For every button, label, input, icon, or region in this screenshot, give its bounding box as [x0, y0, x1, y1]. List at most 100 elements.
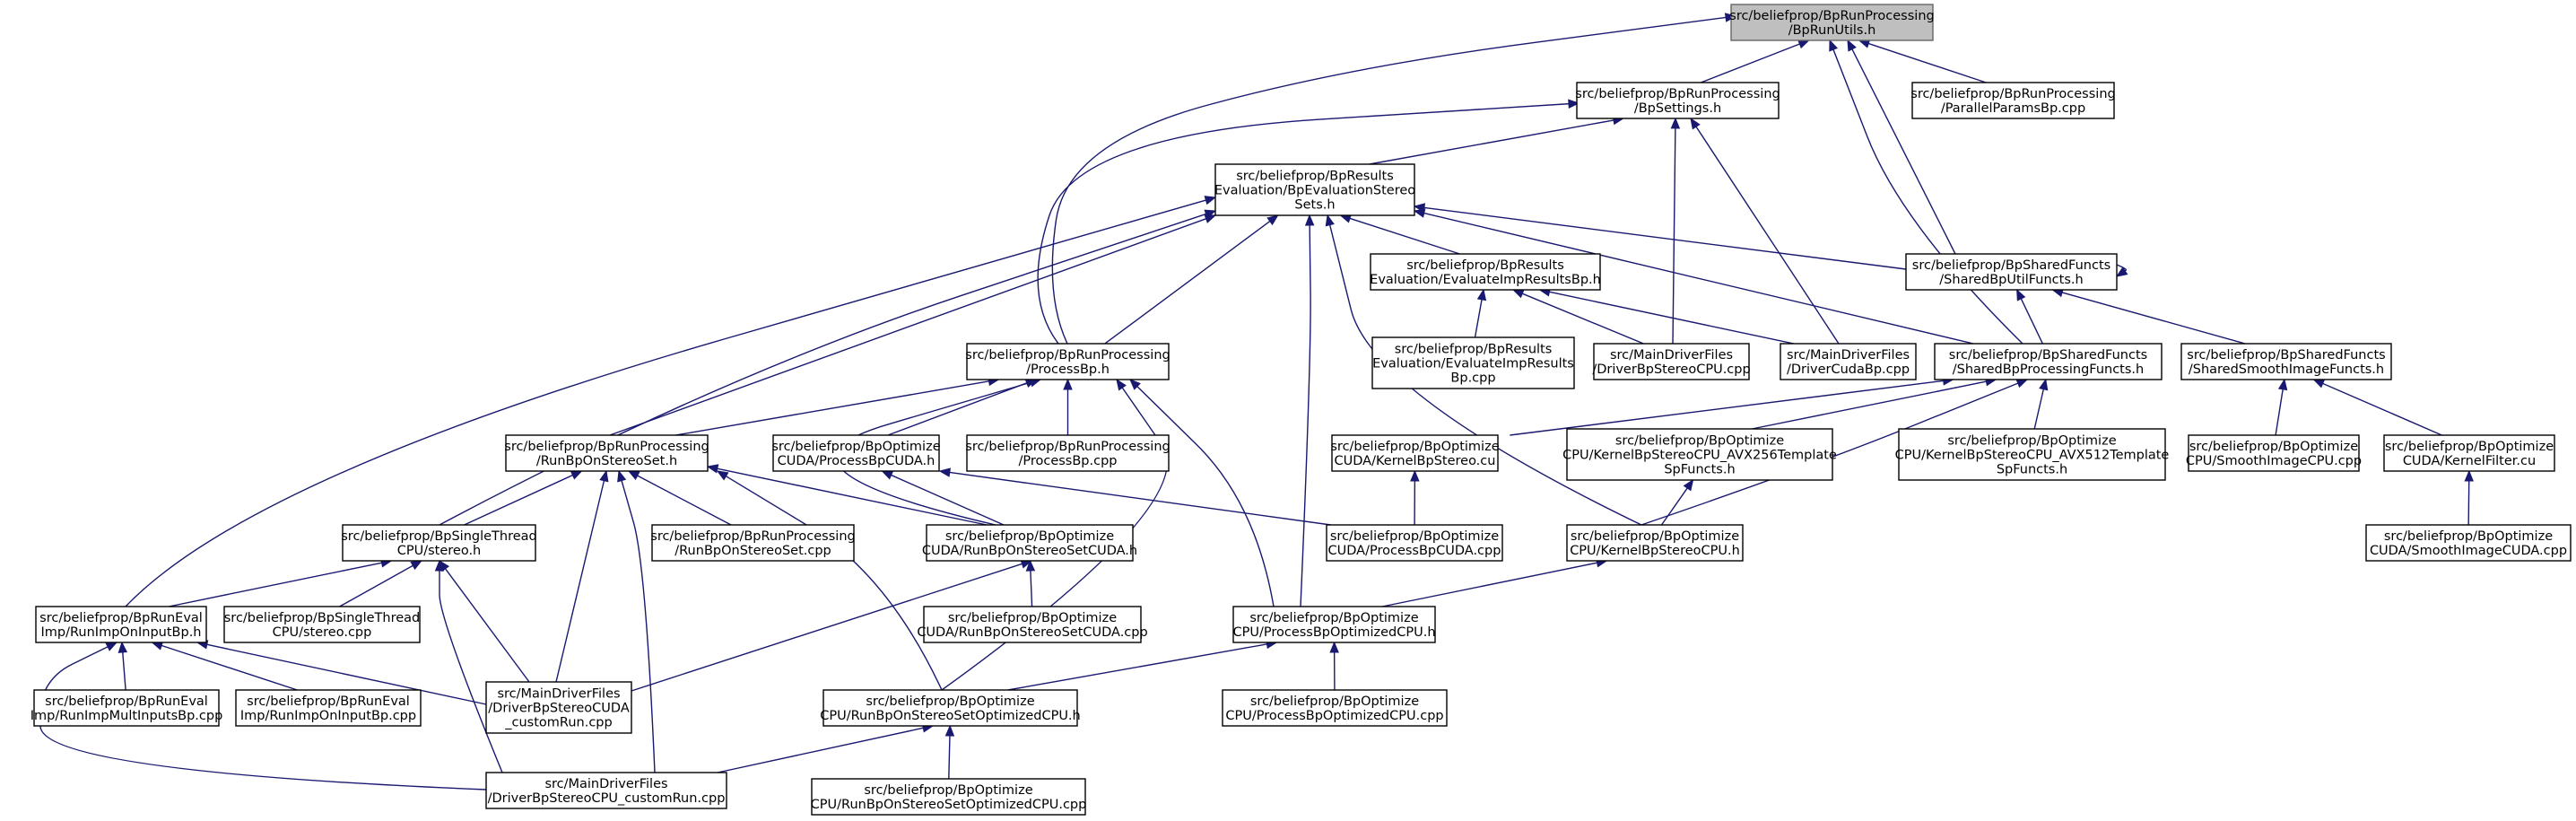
node-runsetcpp[interactable]: src/beliefprop/BpRunProcessing/RunBpOnSt… [650, 524, 856, 562]
node-label-line: src/MainDriverFiles [544, 777, 667, 791]
edge-arrowhead [617, 469, 627, 483]
node-box[interactable] [1780, 343, 1917, 380]
edge-line [1381, 562, 1598, 607]
node-box[interactable] [2180, 343, 2392, 380]
node-label-line: src/beliefprop/BpResults [1406, 258, 1564, 273]
node-box[interactable] [35, 606, 207, 643]
node-label-line: CPU/RunBpOnStereoSetOptimizedCPU.cpp [811, 798, 1087, 812]
node-box[interactable] [1214, 163, 1415, 216]
node-runimph[interactable]: src/beliefprop/BpRunEvalImp/RunImpOnInpu… [35, 606, 207, 643]
node-label-line: src/beliefprop/BpRunProcessing [1729, 9, 1934, 23]
node-runset[interactable]: src/beliefprop/BpRunProcessing/RunBpOnSt… [504, 434, 709, 472]
node-box[interactable] [923, 606, 1142, 643]
node-settings[interactable]: src/beliefprop/BpRunProcessing/BpSetting… [1575, 82, 1780, 119]
node-runimpcpp[interactable]: src/beliefprop/BpRunEvalImp/RunImpOnInpu… [235, 689, 422, 727]
node-box[interactable] [1911, 82, 2115, 119]
node-label-line: src/beliefprop/BpOptimize [1947, 434, 2116, 449]
node-root[interactable]: src/beliefprop/BpRunProcessing/BpRunUtil… [1729, 4, 1935, 41]
node-sharedproc[interactable]: src/beliefprop/BpSharedFuncts/SharedBpPr… [1934, 343, 2163, 380]
node-box[interactable] [2188, 434, 2360, 472]
node-box[interactable] [966, 434, 1170, 472]
node-box[interactable] [33, 689, 220, 727]
node-processoptcpucpp[interactable]: src/beliefprop/BpOptimizeCPU/ProcessBpOp… [1222, 689, 1448, 727]
node-runimpmult[interactable]: src/beliefprop/BpRunEvalImp/RunImpMultIn… [30, 689, 223, 727]
node-evalstereo[interactable]: src/beliefprop/BpResultsEvaluation/BpEva… [1214, 163, 1415, 216]
node-box[interactable] [772, 434, 940, 472]
node-box[interactable] [1326, 524, 1503, 562]
node-box[interactable] [2383, 434, 2555, 472]
edge-arrowhead [1511, 289, 1525, 299]
node-box[interactable] [1730, 4, 1934, 41]
node-label-line: Evaluation/BpEvaluationStereo [1214, 184, 1415, 198]
edge-arrowhead [117, 641, 128, 653]
edge-processbp-to-settings [1037, 99, 1580, 345]
node-stereoh[interactable]: src/beliefprop/BpSingleThreadCPU/stereo.… [341, 524, 537, 562]
node-drivercpu[interactable]: src/MainDriverFiles/DriverBpStereoCPU.cp… [1592, 343, 1751, 380]
node-sharedutil[interactable]: src/beliefprop/BpSharedFuncts/SharedBpUt… [1905, 253, 2118, 291]
node-box[interactable] [822, 689, 1078, 727]
edge-line [1104, 220, 1272, 345]
node-box[interactable] [811, 778, 1086, 816]
edge-line [636, 475, 732, 526]
node-parallelparams[interactable]: src/beliefprop/BpRunProcessing/ParallelP… [1910, 82, 2116, 119]
node-label-line: Sets.h [1294, 198, 1335, 213]
edge-runsetcpp-to-runset [627, 470, 732, 526]
node-label-line: SpFuncts.h [1664, 463, 1735, 477]
node-stereocpp[interactable]: src/beliefprop/BpSingleThreadCPU/stereo.… [223, 606, 421, 643]
node-runsetoptcpucpp[interactable]: src/beliefprop/BpOptimizeCPU/RunBpOnSter… [811, 778, 1087, 816]
node-box[interactable] [926, 524, 1134, 562]
node-box[interactable] [1576, 82, 1780, 119]
edge-arrowhead [627, 470, 640, 480]
node-smoothcpu[interactable]: src/beliefprop/BpOptimizeCPU/SmoothImage… [2186, 434, 2362, 472]
edge-runimpmult-to-runimph [117, 641, 128, 691]
edge-line [1348, 217, 1460, 255]
edge-drivercpucustom-to-runset [617, 469, 656, 773]
node-evalimpcpp[interactable]: src/beliefprop/BpResultsEvaluation/Evalu… [1371, 336, 1575, 389]
node-drivercudacustom[interactable]: src/MainDriverFiles/DriverBpStereoCUDA_c… [485, 681, 632, 734]
node-smoothcuda[interactable]: src/beliefprop/BpOptimizeCUDA/SmoothImag… [2365, 524, 2572, 562]
node-kernelcpuh[interactable]: src/beliefprop/BpOptimizeCPU/KernelBpSte… [1566, 524, 1744, 562]
edge-kernelcpuh-to-evalstereo [1325, 214, 1642, 526]
node-box[interactable] [1566, 524, 1744, 562]
node-avx256[interactable]: src/beliefprop/BpOptimizeCPU/KernelBpSte… [1562, 428, 1837, 481]
node-processbpcpp[interactable]: src/beliefprop/BpRunProcessing/ProcessBp… [965, 434, 1171, 472]
node-box[interactable] [1593, 343, 1750, 380]
node-box[interactable] [1898, 428, 2166, 481]
node-kernelfilter[interactable]: src/beliefprop/BpOptimizeCUDA/KernelFilt… [2383, 434, 2555, 472]
node-processcudah[interactable]: src/beliefprop/BpOptimizeCUDA/ProcessBpC… [771, 434, 941, 472]
node-box[interactable] [485, 772, 727, 809]
node-processcudacpp[interactable]: src/beliefprop/BpOptimizeCUDA/ProcessBpC… [1326, 524, 1503, 562]
node-runsetoptcpuh[interactable]: src/beliefprop/BpOptimizeCPU/RunBpOnSter… [820, 689, 1081, 727]
node-evalimp[interactable]: src/beliefprop/BpResultsEvaluation/Evalu… [1370, 253, 1601, 291]
edge-arrowhead [2039, 378, 2049, 391]
node-box[interactable] [1232, 606, 1436, 643]
node-box[interactable] [2365, 524, 2572, 562]
node-box[interactable] [1566, 428, 1833, 481]
node-box[interactable] [342, 524, 536, 562]
node-runsetcudacpp[interactable]: src/beliefprop/BpOptimizeCUDA/RunBpOnSte… [917, 606, 1148, 643]
node-box[interactable] [966, 343, 1170, 380]
node-box[interactable] [1331, 434, 1499, 472]
node-processoptcpuh[interactable]: src/beliefprop/BpOptimizeCPU/ProcessBpOp… [1232, 606, 1436, 643]
node-box[interactable] [1934, 343, 2163, 380]
node-drivercpucustom[interactable]: src/MainDriverFiles/DriverBpStereoCPU_cu… [485, 772, 727, 809]
node-kernelcu[interactable]: src/beliefprop/BpOptimizeCUDA/KernelBpSt… [1330, 434, 1500, 472]
node-box[interactable] [485, 681, 632, 734]
edge-line [205, 643, 487, 705]
node-box[interactable] [651, 524, 855, 562]
node-box[interactable] [505, 434, 709, 472]
node-avx512[interactable]: src/beliefprop/BpOptimizeCPU/KernelBpSte… [1895, 428, 2170, 481]
edge-arrowhead [2115, 266, 2128, 277]
node-box[interactable] [223, 606, 421, 643]
node-box[interactable] [1371, 336, 1575, 389]
node-drivercuda[interactable]: src/MainDriverFiles/DriverCudaBp.cpp [1780, 343, 1917, 380]
node-label-line: src/beliefprop/BpRunProcessing [965, 440, 1170, 454]
node-box[interactable] [1370, 253, 1601, 291]
node-box[interactable] [1222, 689, 1448, 727]
node-runsetcudah[interactable]: src/beliefprop/BpOptimizeCUDA/RunBpOnSte… [922, 524, 1137, 562]
node-sharedsmooth[interactable]: src/beliefprop/BpSharedFuncts/SharedSmoo… [2180, 343, 2392, 380]
node-box[interactable] [235, 689, 422, 727]
node-box[interactable] [1905, 253, 2118, 291]
node-processbp[interactable]: src/beliefprop/BpRunProcessing/ProcessBp… [965, 343, 1171, 380]
edge-arrowhead [1329, 641, 1339, 653]
